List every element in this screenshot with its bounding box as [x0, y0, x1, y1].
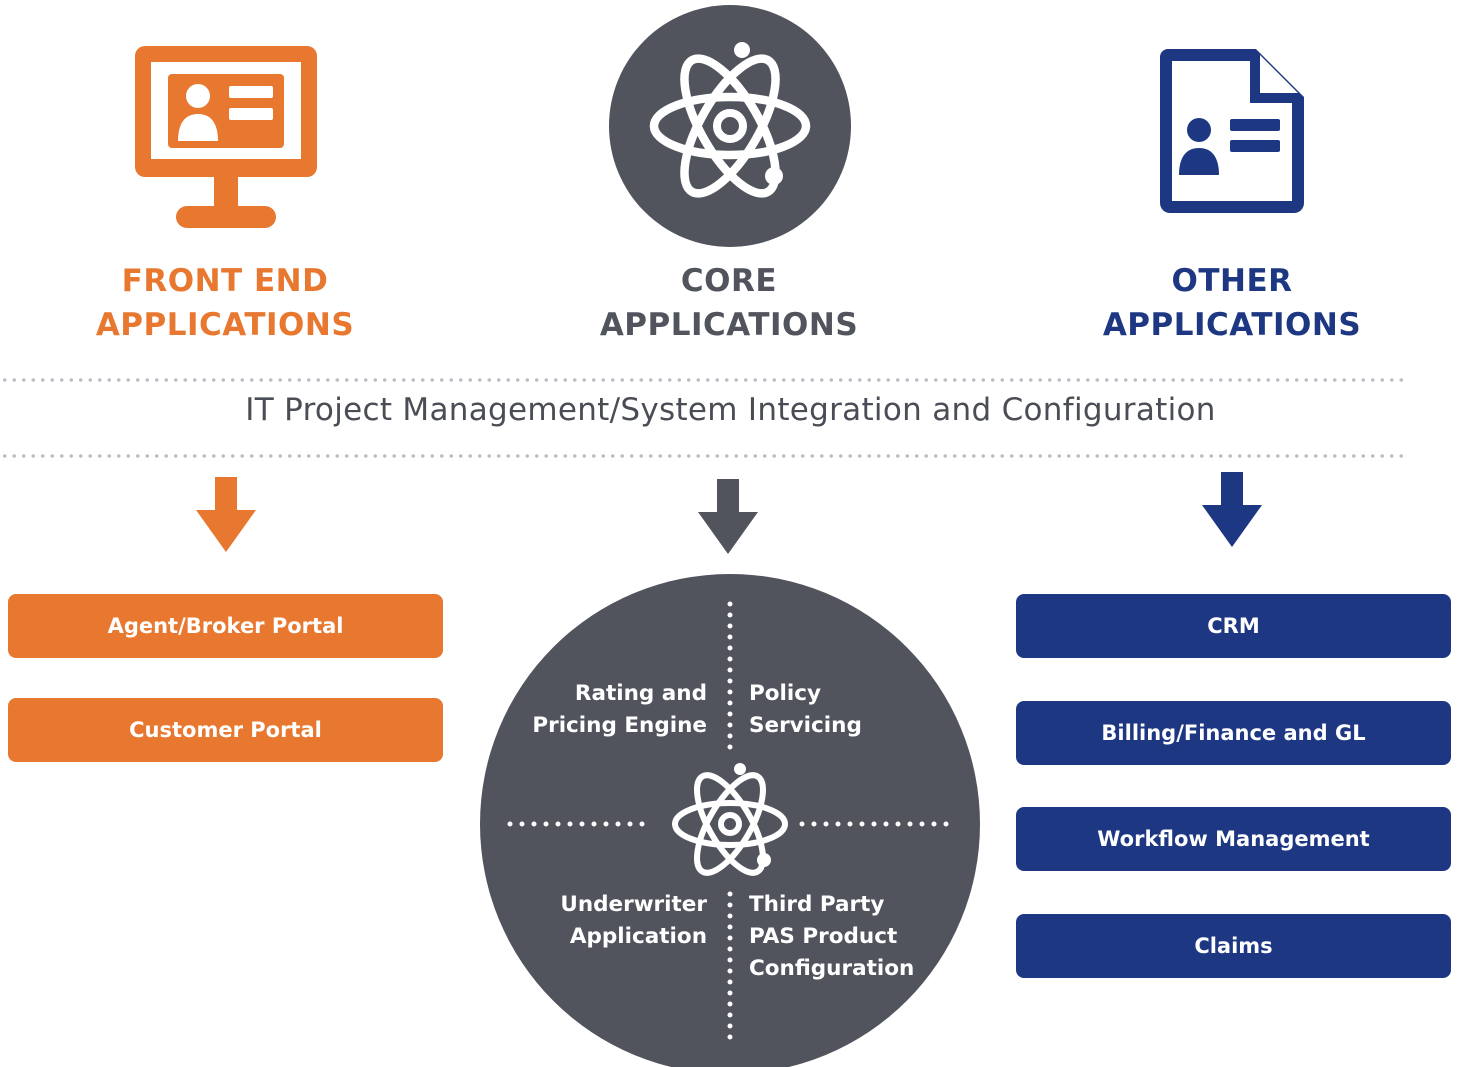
core-title: CORE APPLICATIONS [519, 259, 939, 347]
third-party-label-line1: Third Party [749, 892, 885, 917]
policy-label-line1: Policy [749, 681, 822, 706]
claims-box: Claims [1016, 914, 1451, 978]
front-end-title-line2: APPLICATIONS [95, 307, 355, 343]
billing-finance-box: Billing/Finance and GL [1016, 701, 1451, 765]
front-end-title-line1: FRONT END [121, 263, 329, 299]
other-title-line2: APPLICATIONS [1102, 307, 1362, 343]
quadrant-top-left-label: Rating and Pricing Engine [532, 678, 707, 742]
dotted-divider-top [0, 378, 1406, 382]
underwriter-label-line2: Application [569, 924, 707, 949]
core-title-line1: CORE [680, 263, 778, 299]
agent-broker-portal-box: Agent/Broker Portal [8, 594, 443, 658]
core-down-arrow-icon [698, 479, 758, 554]
quadrant-bottom-right-label: Third Party PAS Product Configuration [749, 889, 914, 985]
policy-label-line2: Servicing [749, 713, 862, 738]
rating-label-line1: Rating and [574, 681, 707, 706]
crm-box: CRM [1016, 594, 1451, 658]
workflow-management-box: Workflow Management [1016, 807, 1451, 871]
atom-circle-icon [609, 5, 851, 247]
core-title-line2: APPLICATIONS [599, 307, 859, 343]
underwriter-label-line1: Underwriter [560, 892, 707, 917]
other-title-line1: OTHER [1171, 263, 1293, 299]
atom-icon [672, 772, 788, 876]
document-with-user-card-icon [1160, 49, 1304, 213]
customer-portal-box: Customer Portal [8, 698, 443, 762]
monitor-with-user-card-icon [135, 46, 317, 228]
core-applications-circle [480, 574, 980, 1067]
front-end-down-arrow-icon [196, 477, 256, 552]
integration-banner: IT Project Management/System Integration… [245, 392, 1216, 428]
dotted-divider-bottom [0, 454, 1406, 458]
other-down-arrow-icon [1202, 472, 1262, 547]
rating-label-line2: Pricing Engine [532, 713, 707, 738]
other-title: OTHER APPLICATIONS [1022, 259, 1442, 347]
quadrant-top-right-label: Policy Servicing [749, 678, 862, 742]
front-end-title: FRONT END APPLICATIONS [15, 259, 435, 347]
quadrant-bottom-left-label: Underwriter Application [560, 889, 707, 953]
third-party-label-line3: Configuration [749, 956, 915, 981]
third-party-label-line2: PAS Product [749, 924, 898, 949]
